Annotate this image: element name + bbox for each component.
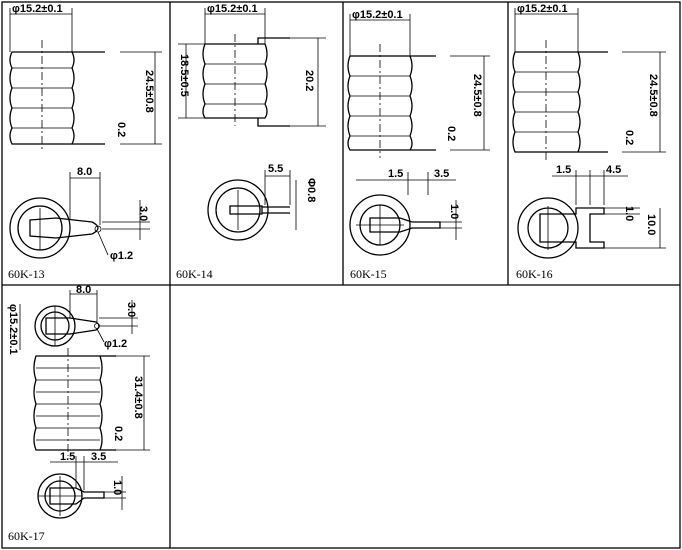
dim-diameter-text: φ15.2±0.1 — [12, 3, 63, 15]
panel-60k-16: φ15.2±0.1 24.5±0.8 0.2 — [512, 3, 666, 281]
dim-diameter: φ15.2±0.1 — [514, 3, 579, 52]
dim-thickness-text: 0.2 — [115, 122, 127, 137]
battery-bottom-view — [37, 473, 105, 519]
panel-label: 60K-15 — [350, 267, 387, 281]
dim-pin-len-text: 5.5 — [268, 163, 283, 175]
dim-tab: 8.0 3.0 φ1.2 — [69, 166, 150, 262]
dim-height: 24.5±0.8 0.2 — [115, 51, 162, 145]
battery-stack-side — [347, 44, 436, 158]
panel-label: 60K-17 — [8, 529, 45, 543]
battery-top-view — [349, 194, 441, 256]
dim-hole-text: φ1.2 — [104, 338, 127, 350]
dim-height: 31.4±0.8 0.2 — [112, 355, 150, 451]
battery-top-view — [9, 197, 102, 259]
battery-stack-side — [512, 40, 608, 160]
dim-pin-span-text: 20.2 — [303, 70, 315, 91]
dim-hole-text: φ1.2 — [110, 250, 133, 262]
panel-60k-15: φ15.2±0.1 24.5±0.8 0.2 — [347, 9, 490, 281]
panel-60k-13: φ15.2±0.1 24.5±0.8 0.2 — [8, 3, 162, 281]
dim-pin-w-text: 1.0 — [448, 204, 460, 219]
panel-label: 60K-13 — [8, 267, 45, 281]
battery-top-view — [517, 197, 605, 259]
dim-diameter: φ15.2±0.1 — [9, 3, 73, 52]
battery-top-view-tab — [34, 305, 100, 347]
dim-height-text: 24.5±0.8 — [143, 70, 155, 113]
battery-stack-side — [9, 40, 105, 150]
battery-stack-side — [202, 34, 290, 127]
dim-diameter: φ15.2±0.1 — [7, 304, 21, 355]
dim-pitch-b-text: 3.5 — [91, 451, 106, 463]
dim-body-height-text: 18.5±0.5 — [178, 54, 190, 97]
dim-pitch: 1.5 3.5 1.0 — [356, 168, 462, 240]
battery-stack-side — [33, 348, 116, 456]
dim-tab: 8.0 3.0 φ1.2 — [69, 284, 138, 350]
dim-tab-len-text: 8.0 — [76, 284, 91, 296]
dim-pin-span-text: 10.0 — [645, 214, 657, 235]
dim-thickness-text: 0.2 — [623, 130, 635, 145]
dim-pitch-b-text: 4.5 — [606, 164, 621, 176]
dim-pitch-b-text: 3.5 — [434, 168, 449, 180]
dim-pitch-a-text: 1.5 — [556, 164, 571, 176]
dim-heights: 18.5±0.5 20.2 — [178, 37, 326, 127]
panel-60k-14: φ15.2±0.1 18.5±0.5 20.2 — [176, 3, 326, 281]
dim-diameter-text: φ15.2±0.1 — [7, 304, 19, 355]
dim-tab-offset-text: 3.0 — [137, 206, 149, 221]
dim-tab-offset-text: 3.0 — [125, 302, 137, 317]
dim-height: 24.5±0.8 0.2 — [445, 55, 490, 151]
dim-diameter-text: φ15.2±0.1 — [517, 3, 568, 15]
dim-pin-dia-text: Φ0.8 — [305, 178, 317, 202]
dim-thickness-text: 0.2 — [112, 426, 124, 441]
dim-pitch: 1.5 3.5 1.0 — [50, 451, 126, 510]
dim-height-text: 24.5±0.8 — [471, 74, 483, 117]
dim-height: 24.5±0.8 0.2 — [622, 51, 666, 153]
dim-pin-w-text: 1.0 — [111, 480, 123, 495]
dim-diameter: φ15.2±0.1 — [204, 3, 266, 44]
dim-thickness-text: 0.2 — [445, 126, 457, 141]
battery-top-view — [207, 179, 290, 241]
dim-tab-len-text: 8.0 — [77, 166, 92, 178]
panel-60k-17: 8.0 3.0 φ1.2 φ15.2±0.1 — [7, 284, 150, 543]
dim-pins: 5.5 Φ0.8 — [264, 163, 317, 230]
dim-pitch-a-text: 1.5 — [60, 451, 75, 463]
dim-pitch: 1.5 4.5 1.0 10.0 — [552, 164, 666, 249]
dim-pitch-a-text: 1.5 — [388, 168, 403, 180]
dim-diameter-text: φ15.2±0.1 — [352, 9, 403, 21]
dim-diameter-text: φ15.2±0.1 — [207, 3, 258, 15]
dim-pin-w-text: 1.0 — [623, 206, 635, 221]
dim-diameter: φ15.2±0.1 — [349, 9, 411, 56]
panel-label: 60K-16 — [516, 267, 553, 281]
dim-height-text: 31.4±0.8 — [132, 376, 144, 419]
dim-height-text: 24.5±0.8 — [647, 74, 659, 117]
panel-label: 60K-14 — [176, 267, 213, 281]
